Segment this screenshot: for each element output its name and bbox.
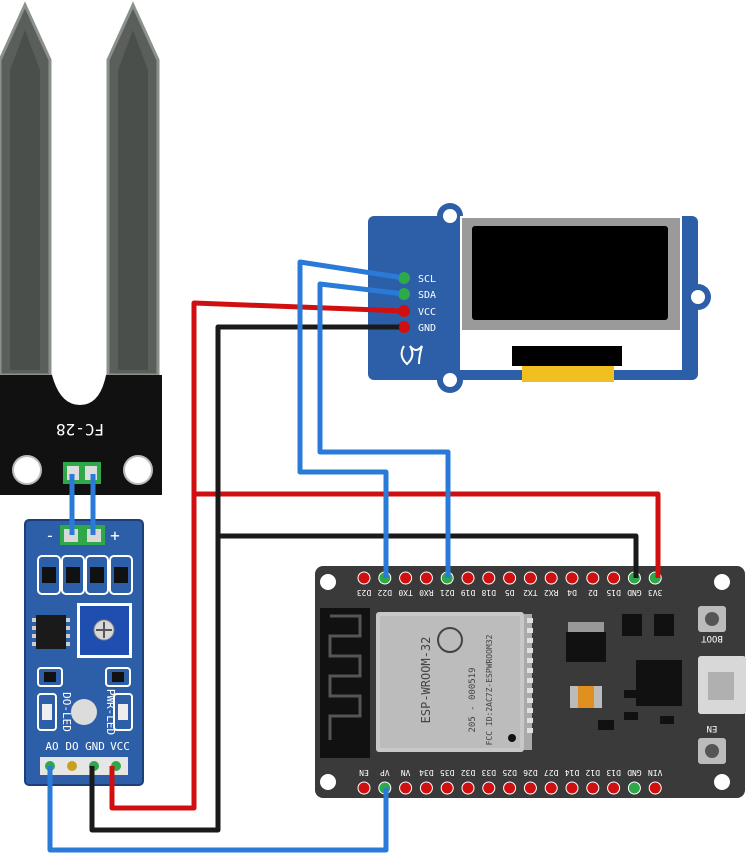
esp32-pin — [648, 781, 662, 795]
probe-model-label: FC-28 — [56, 420, 104, 439]
module-pin-label: VCC — [110, 740, 130, 753]
esp32-pin-label: D15 — [606, 588, 621, 597]
esp32-pin-label: D2 — [588, 588, 598, 597]
oled-pin-label: SDA — [418, 290, 436, 301]
esp32-pin — [523, 781, 537, 795]
esp32-pin — [627, 781, 641, 795]
esp32-pin — [503, 571, 517, 585]
esp32-pin — [565, 781, 579, 795]
esp32-pin — [461, 571, 475, 585]
esp32-pin — [419, 781, 433, 795]
esp32-pin-label: GND — [627, 588, 642, 597]
boot-label: BOOT — [701, 633, 723, 643]
esp32-pin-label: TX2 — [523, 588, 538, 597]
esp32-pin-label: VN — [401, 768, 411, 777]
esp32-pin-label: VP — [380, 768, 390, 777]
esp32-pin — [586, 781, 600, 795]
esp32-board: ESP-WROOM-32 205 - 000519 FCC ID:2AC7Z-E… — [315, 566, 746, 798]
esp32-pin-label: RX0 — [419, 588, 434, 597]
connection-dots — [399, 273, 409, 332]
esp32-pin — [544, 781, 558, 795]
oled-display: SCL SDA VCC GND — [368, 203, 711, 393]
esp32-pin-label: D4 — [567, 588, 577, 597]
esp32-pin — [565, 571, 579, 585]
esp32-pin — [357, 571, 371, 585]
esp32-pin — [607, 781, 621, 795]
esp32-pin-label: D13 — [606, 768, 621, 777]
esp32-pin — [461, 781, 475, 795]
esp32-pin-label: D33 — [481, 768, 496, 777]
esp32-pin-label: VIN — [648, 768, 663, 777]
en-button-label: EN — [707, 723, 718, 733]
wires — [47, 259, 661, 853]
module-plus-label: + — [110, 526, 120, 545]
esp32-pin-label: D14 — [565, 768, 580, 777]
esp32-pin-label: D23 — [357, 588, 372, 597]
esp32-pin-label: D32 — [461, 768, 476, 777]
esp32-pin-label: RX2 — [544, 588, 559, 597]
esp32-pin-label: D21 — [440, 588, 455, 597]
esp32-pin — [607, 571, 621, 585]
esp32-pin-label: D27 — [544, 768, 559, 777]
module-cert-label: 205 - 000519 — [468, 667, 478, 732]
soil-probe: FC-28 — [0, 1, 162, 495]
esp32-pin-label: D26 — [523, 768, 538, 777]
do-led-label: DO-LED — [60, 692, 73, 732]
oled-pin-label: SCL — [418, 274, 436, 285]
esp32-pin — [399, 781, 413, 795]
comparator-module: - + DO-LED PWR- — [24, 519, 144, 786]
esp32-pin — [503, 781, 517, 795]
pwr-led-label: PWR-LED — [104, 689, 117, 735]
esp32-pin — [586, 571, 600, 585]
esp32-pin-label: D35 — [440, 768, 455, 777]
module-pin-label: GND — [85, 740, 105, 753]
module-minus-label: - — [45, 526, 55, 545]
esp32-pin-label: D5 — [505, 588, 515, 597]
esp32-pin-label: D25 — [502, 768, 517, 777]
esp32-pin-label: D18 — [481, 588, 496, 597]
oled-pin-label: GND — [418, 323, 436, 334]
esp32-pin-label: D34 — [419, 768, 434, 777]
esp32-pin-label: 3V3 — [648, 588, 663, 597]
esp32-pin — [399, 571, 413, 585]
esp32-pin-label: EN — [359, 768, 369, 777]
esp32-pin — [357, 781, 371, 795]
esp32-pin — [482, 781, 496, 795]
module-pin-label: AO — [45, 740, 58, 753]
esp32-pin-label: D22 — [377, 588, 392, 597]
esp32-pin-label: D19 — [461, 588, 476, 597]
oled-pin-label: VCC — [418, 307, 436, 318]
module-name-label: ESP-WROOM-32 — [419, 637, 433, 724]
esp32-pin — [440, 781, 454, 795]
esp32-pin — [419, 571, 433, 585]
esp32-pin — [544, 571, 558, 585]
module-fcc-label: FCC ID:2AC7Z-ESPWROOM32 — [485, 634, 494, 745]
esp32-pin-label: D12 — [585, 768, 600, 777]
module-pin-label: DO — [65, 740, 78, 753]
esp32-pin — [482, 571, 496, 585]
esp32-pin — [523, 571, 537, 585]
esp32-pin-label: GND — [627, 768, 642, 777]
esp32-pin-label: TX0 — [398, 588, 413, 597]
